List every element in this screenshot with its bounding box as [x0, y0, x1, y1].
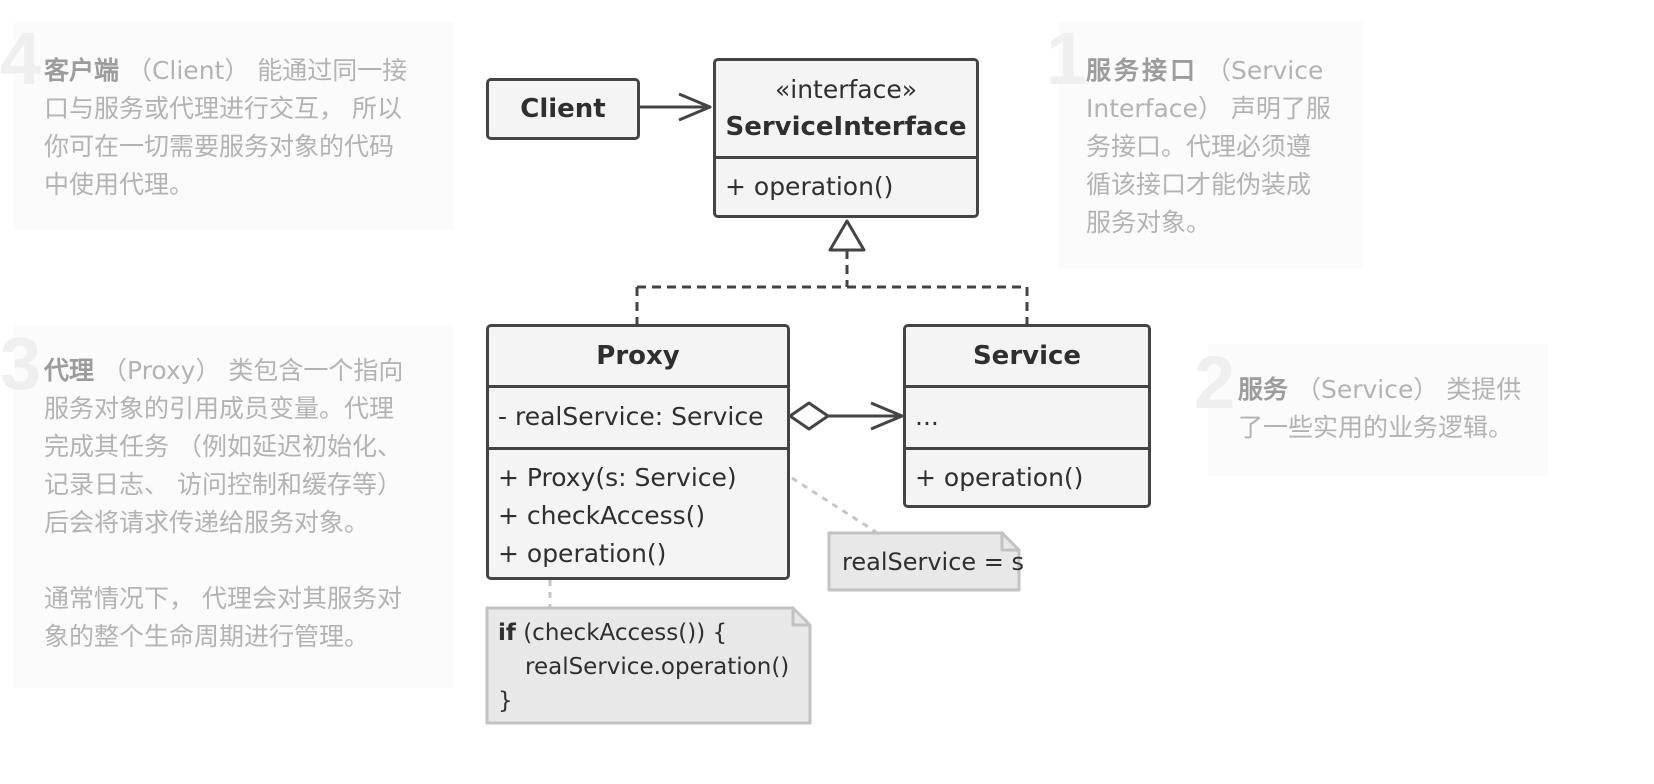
note-operation-fold [791, 608, 810, 627]
class-methods: + Proxy(s: Service) + checkAccess() + op… [489, 450, 787, 573]
class-name: Proxy [489, 327, 787, 388]
method: + Proxy(s: Service) [498, 463, 737, 492]
annotation-number: 4 [0, 17, 42, 100]
method: + operation() [498, 539, 667, 568]
class-name: Service [906, 327, 1148, 388]
class-service[interactable]: Service ... + operation() [903, 324, 1151, 508]
annotation-line: 服务对象的引用成员变量。代理 [44, 394, 395, 423]
annotation-number: 1 [1046, 17, 1088, 100]
code-line: } [498, 688, 513, 714]
annotation-line: 口与服务或代理进行交互， 所以 [44, 94, 402, 123]
realization-to-interface [635, 219, 1029, 325]
annotation-title: 代理 [44, 356, 95, 385]
annotation-text: 客户端 （Client） 能通过同一接 口与服务或代理进行交互， 所以 你可在一… [44, 52, 407, 204]
annotation-line: （Service [1198, 56, 1324, 85]
note-link-constructor [791, 476, 877, 534]
annotation-line: 完成其任务 （例如延迟初始化、 [44, 432, 402, 461]
note-operation-text: if (checkAccess()) { realService.operati… [498, 616, 789, 718]
annotation-text: 服务接口 （Service Interface） 声明了服 务接口。代理必须遵 … [1086, 52, 1331, 242]
association-client-interface [640, 92, 712, 122]
annotation-line: 象的整个生命周期进行管理。 [44, 622, 370, 651]
class-methods: + operation() [716, 159, 976, 206]
class-header: «interface» ServiceInterface [716, 61, 976, 159]
annotation-line: 中使用代理。 [44, 170, 195, 199]
class-methods: + operation() [906, 450, 1148, 497]
code-keyword: if [498, 620, 516, 646]
note-constructor-shape [827, 531, 1021, 592]
aggregation-proxy-service [788, 401, 904, 431]
annotation-line: （Client） 能通过同一接 [119, 56, 408, 85]
annotation-client: 4 客户端 （Client） 能通过同一接 口与服务或代理进行交互， 所以 你可… [0, 22, 454, 230]
method: + checkAccess() [498, 501, 706, 530]
code-text: (checkAccess()) { [515, 620, 728, 646]
annotation-text: 服务 （Service） 类提供 了一些实用的业务逻辑。 [1238, 371, 1521, 447]
annotation-number: 3 [0, 322, 42, 405]
annotation-number: 2 [1194, 341, 1236, 424]
annotation-title: 服务接口 [1086, 56, 1199, 85]
code-line: realService.operation() [525, 654, 790, 680]
class-name: Client [520, 94, 606, 124]
annotation-line: 记录日志、 访问控制和缓存等） [44, 470, 402, 499]
note-constructor-text: realService = s [842, 548, 1025, 576]
annotation-title: 服务 [1238, 375, 1289, 404]
annotation-line: 通常情况下， 代理会对其服务对 [44, 584, 402, 613]
annotation-line: 循该接口才能伪装成 [1086, 170, 1312, 199]
note-operation-shape [485, 606, 812, 725]
class-service-interface[interactable]: «interface» ServiceInterface + operation… [713, 58, 979, 218]
annotation-title: 客户端 [44, 56, 120, 85]
field: - realService: Service [498, 402, 764, 431]
method: + operation() [915, 463, 1084, 492]
annotation-line: （Service） 类提供 [1288, 375, 1522, 404]
annotation-proxy: 3 代理 （Proxy） 类包含一个指向 服务对象的引用成员变量。代理 完成其任… [0, 325, 454, 688]
class-proxy[interactable]: Proxy - realService: Service + Proxy(s: … [486, 324, 790, 580]
annotation-line: 了一些实用的业务逻辑。 [1238, 413, 1514, 442]
annotation-service-interface: 1 服务接口 （Service Interface） 声明了服 务接口。代理必须… [1046, 22, 1363, 269]
annotation-line: （Proxy） 类包含一个指向 [94, 356, 404, 385]
annotation-line: 服务对象。 [1086, 208, 1212, 237]
annotation-service: 2 服务 （Service） 类提供 了一些实用的业务逻辑。 [1194, 344, 1548, 476]
method: + operation() [725, 172, 894, 201]
class-fields: - realService: Service [489, 388, 787, 450]
annotation-line: 务接口。代理必须遵 [1086, 132, 1312, 161]
class-fields: ... [906, 388, 1148, 450]
annotation-line: 你可在一切需要服务对象的代码 [44, 132, 395, 161]
annotation-line: Interface） 声明了服 [1086, 94, 1331, 123]
class-stereotype: «interface» [774, 75, 918, 104]
annotation-text: 代理 （Proxy） 类包含一个指向 服务对象的引用成员变量。代理 完成其任务 … [44, 352, 403, 656]
class-client[interactable]: Client [486, 78, 640, 140]
note-constructor-fold [1000, 533, 1019, 552]
code-line: if (checkAccess()) { [498, 616, 789, 650]
field: ... [915, 402, 939, 431]
class-name: ServiceInterface [725, 112, 967, 142]
annotation-line: 后会将请求传递给服务对象。 [44, 508, 370, 537]
